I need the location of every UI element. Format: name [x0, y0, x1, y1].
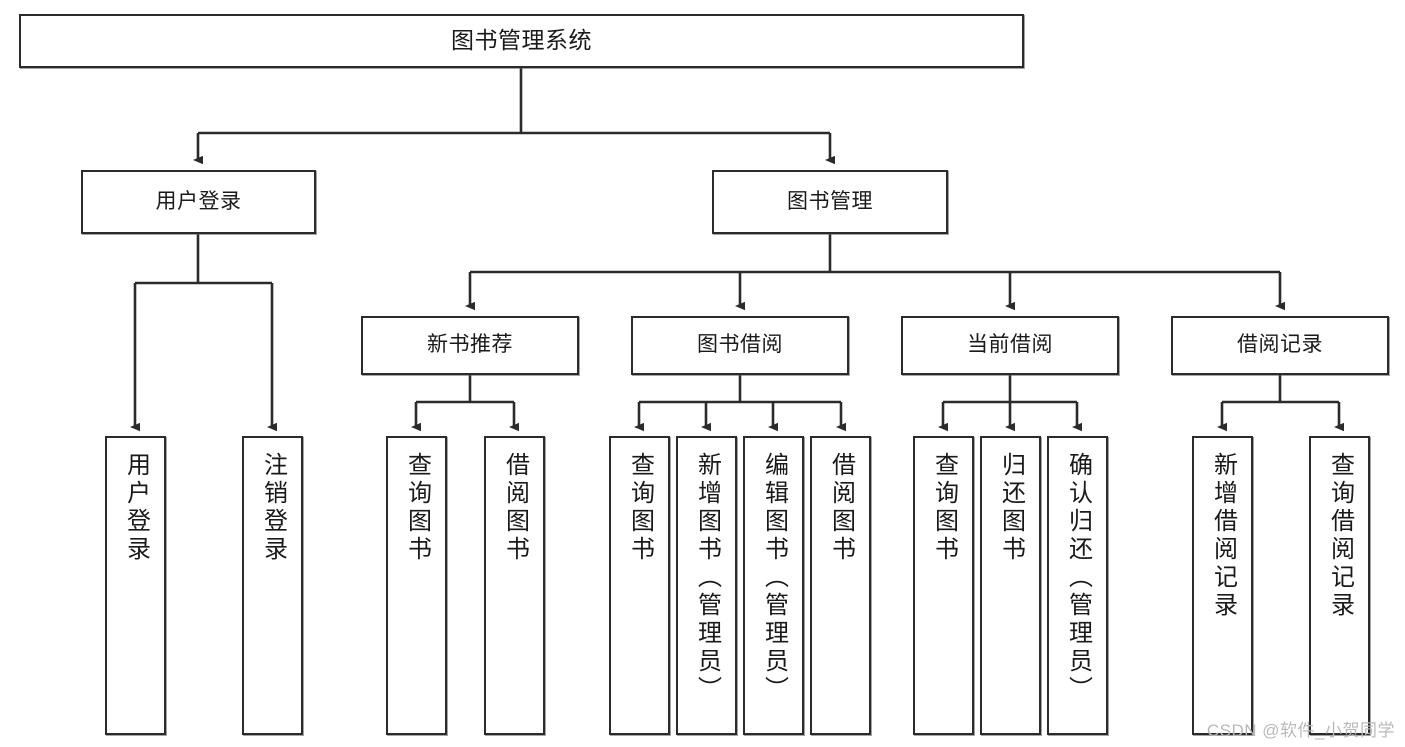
node-label: 新增借阅记录	[1209, 452, 1237, 620]
node-leaf-query-book-borrow[interactable]: 查询图书	[609, 436, 670, 735]
node-label: 图书管理系统	[451, 27, 592, 54]
node-label: 归还图书	[997, 452, 1025, 564]
node-label: 新书推荐	[427, 333, 513, 357]
node-leaf-borrow-book[interactable]: 借阅图书	[810, 436, 871, 735]
node-label: 当前借阅	[967, 333, 1053, 357]
node-current-borrow[interactable]: 当前借阅	[901, 316, 1119, 375]
node-label: 图书管理	[787, 189, 873, 213]
node-book-borrow[interactable]: 图书借阅	[631, 316, 849, 375]
node-leaf-query-book-recommend[interactable]: 查询图书	[386, 436, 447, 735]
node-label: 新增图书（管理员）	[693, 452, 721, 704]
node-user-login[interactable]: 用户登录	[81, 170, 316, 234]
node-label: 查询图书	[930, 452, 958, 564]
node-leaf-add-borrow-record[interactable]: 新增借阅记录	[1192, 436, 1253, 735]
watermark-text: CSDN @软件_小贺同学	[1206, 721, 1395, 740]
node-label: 查询图书	[403, 452, 431, 564]
node-label: 借阅图书	[827, 452, 855, 564]
node-leaf-return-book[interactable]: 归还图书	[980, 436, 1041, 735]
node-label: 编辑图书（管理员）	[760, 452, 788, 704]
node-label: 用户登录	[155, 189, 242, 213]
node-label: 用户登录	[122, 452, 150, 564]
node-label: 注销登录	[259, 452, 287, 564]
node-label: 图书借阅	[697, 333, 783, 357]
node-leaf-query-book-current[interactable]: 查询图书	[913, 436, 974, 735]
node-leaf-logout[interactable]: 注销登录	[242, 436, 303, 735]
node-borrow-record[interactable]: 借阅记录	[1171, 316, 1389, 375]
node-label: 确认归还（管理员）	[1064, 452, 1092, 704]
node-label: 查询借阅记录	[1326, 452, 1354, 620]
node-label: 借阅记录	[1237, 333, 1323, 357]
node-label: 借阅图书	[501, 452, 529, 564]
node-leaf-query-borrow-record[interactable]: 查询借阅记录	[1309, 436, 1370, 735]
node-new-book-recommend[interactable]: 新书推荐	[361, 316, 579, 375]
node-book-management[interactable]: 图书管理	[712, 170, 948, 234]
node-leaf-borrow-book-recommend[interactable]: 借阅图书	[484, 436, 545, 735]
node-label: 查询图书	[626, 452, 654, 564]
node-leaf-confirm-return-admin[interactable]: 确认归还（管理员）	[1047, 436, 1108, 735]
node-leaf-add-book-admin[interactable]: 新增图书（管理员）	[676, 436, 737, 735]
node-root-system[interactable]: 图书管理系统	[19, 14, 1024, 68]
node-leaf-edit-book-admin[interactable]: 编辑图书（管理员）	[743, 436, 804, 735]
node-leaf-user-login[interactable]: 用户登录	[105, 436, 166, 735]
